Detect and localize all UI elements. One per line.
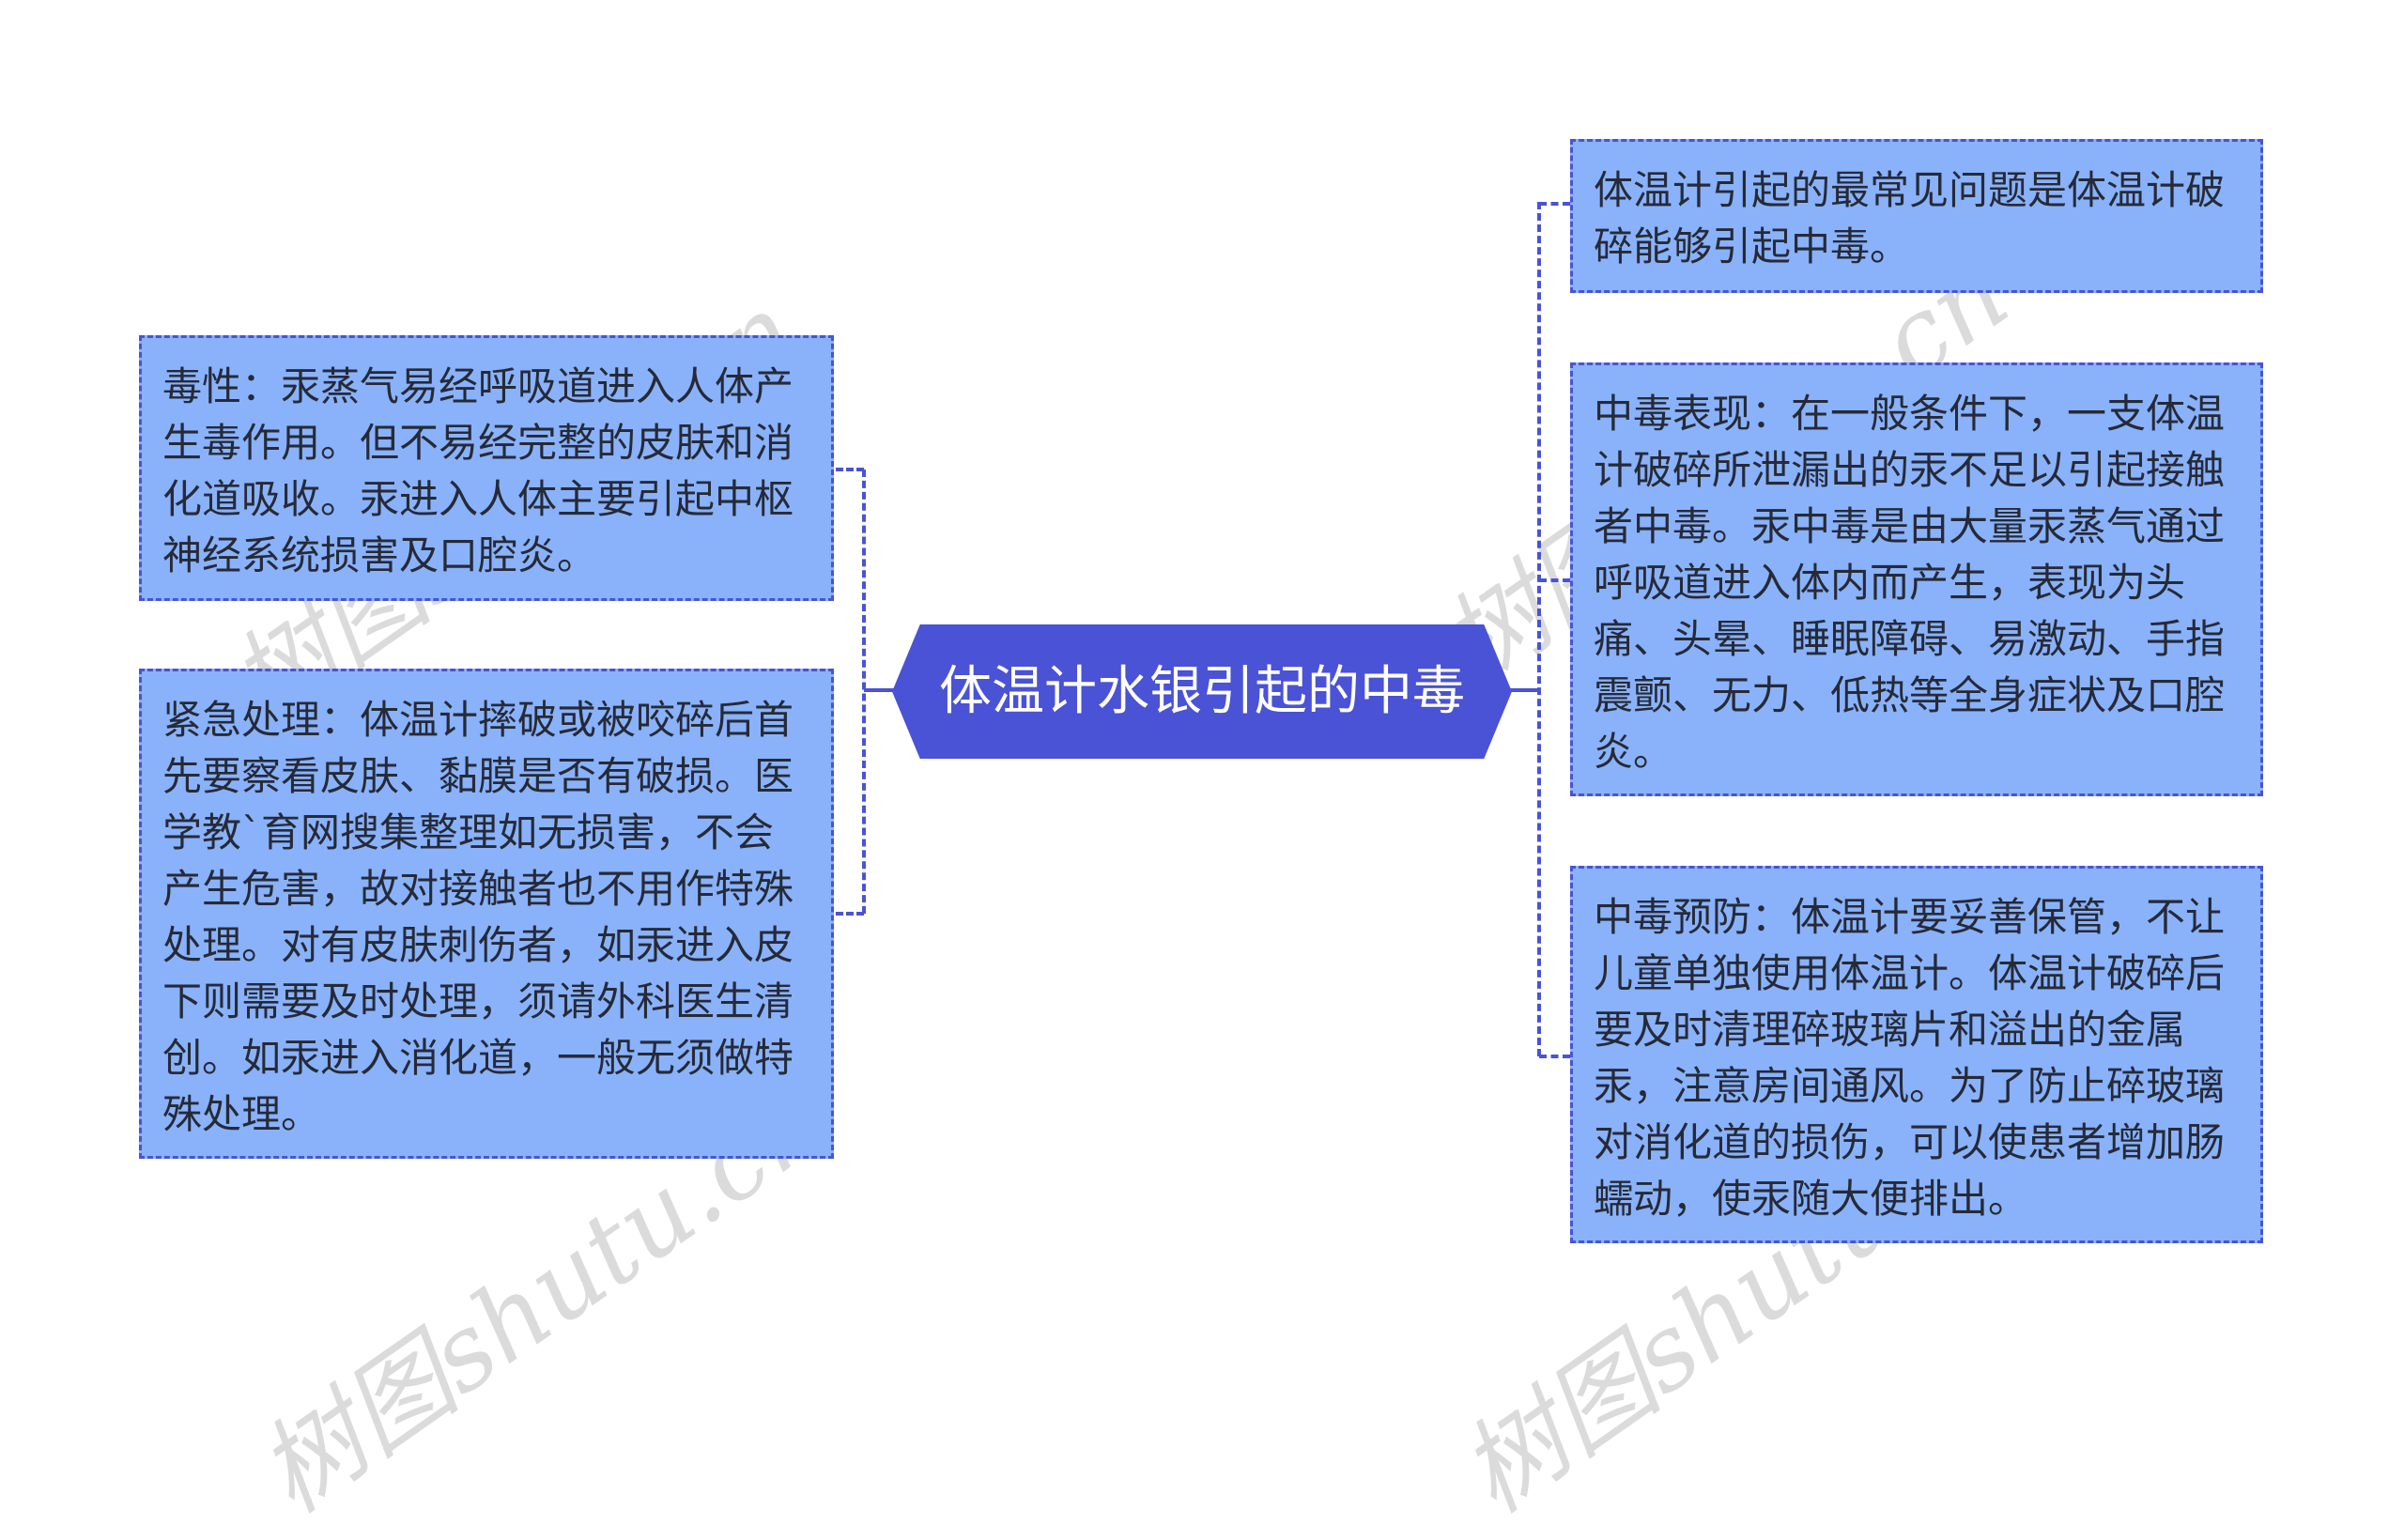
topic-node-emergency-treatment[interactable]: 紧急处理：体温计摔破或被咬碎后首先要察看皮肤、黏膜是否有破损。医学教`育网搜集整…: [139, 669, 834, 1159]
topic-node-prevention[interactable]: 中毒预防：体温计要妥善保管，不让儿童单独使用体温计。体温计破碎后要及时清理碎玻璃…: [1570, 866, 2263, 1243]
right-connector-trunk: [1537, 202, 1541, 1056]
left-connector-branch-2: [836, 912, 864, 916]
right-connector-root-stub: [1510, 688, 1539, 692]
root-topic-node[interactable]: 体温计水银引起的中毒: [892, 624, 1512, 759]
topic-node-common-problem[interactable]: 体温计引起的最常见问题是体温计破碎能够引起中毒。: [1570, 139, 2263, 293]
right-connector-branch-3: [1539, 1055, 1570, 1058]
right-connector-branch-1: [1539, 202, 1570, 206]
left-connector-branch-1: [836, 468, 864, 471]
right-connector-branch-2: [1539, 578, 1570, 582]
topic-node-symptoms[interactable]: 中毒表现：在一般条件下，一支体温计破碎所泄漏出的汞不足以引起接触者中毒。汞中毒是…: [1570, 362, 2263, 796]
topic-node-toxicity[interactable]: 毒性：汞蒸气易经呼吸道进入人体产生毒作用。但不易经完整的皮肤和消化道吸收。汞进入…: [139, 335, 834, 601]
left-connector-root-stub: [864, 688, 894, 692]
